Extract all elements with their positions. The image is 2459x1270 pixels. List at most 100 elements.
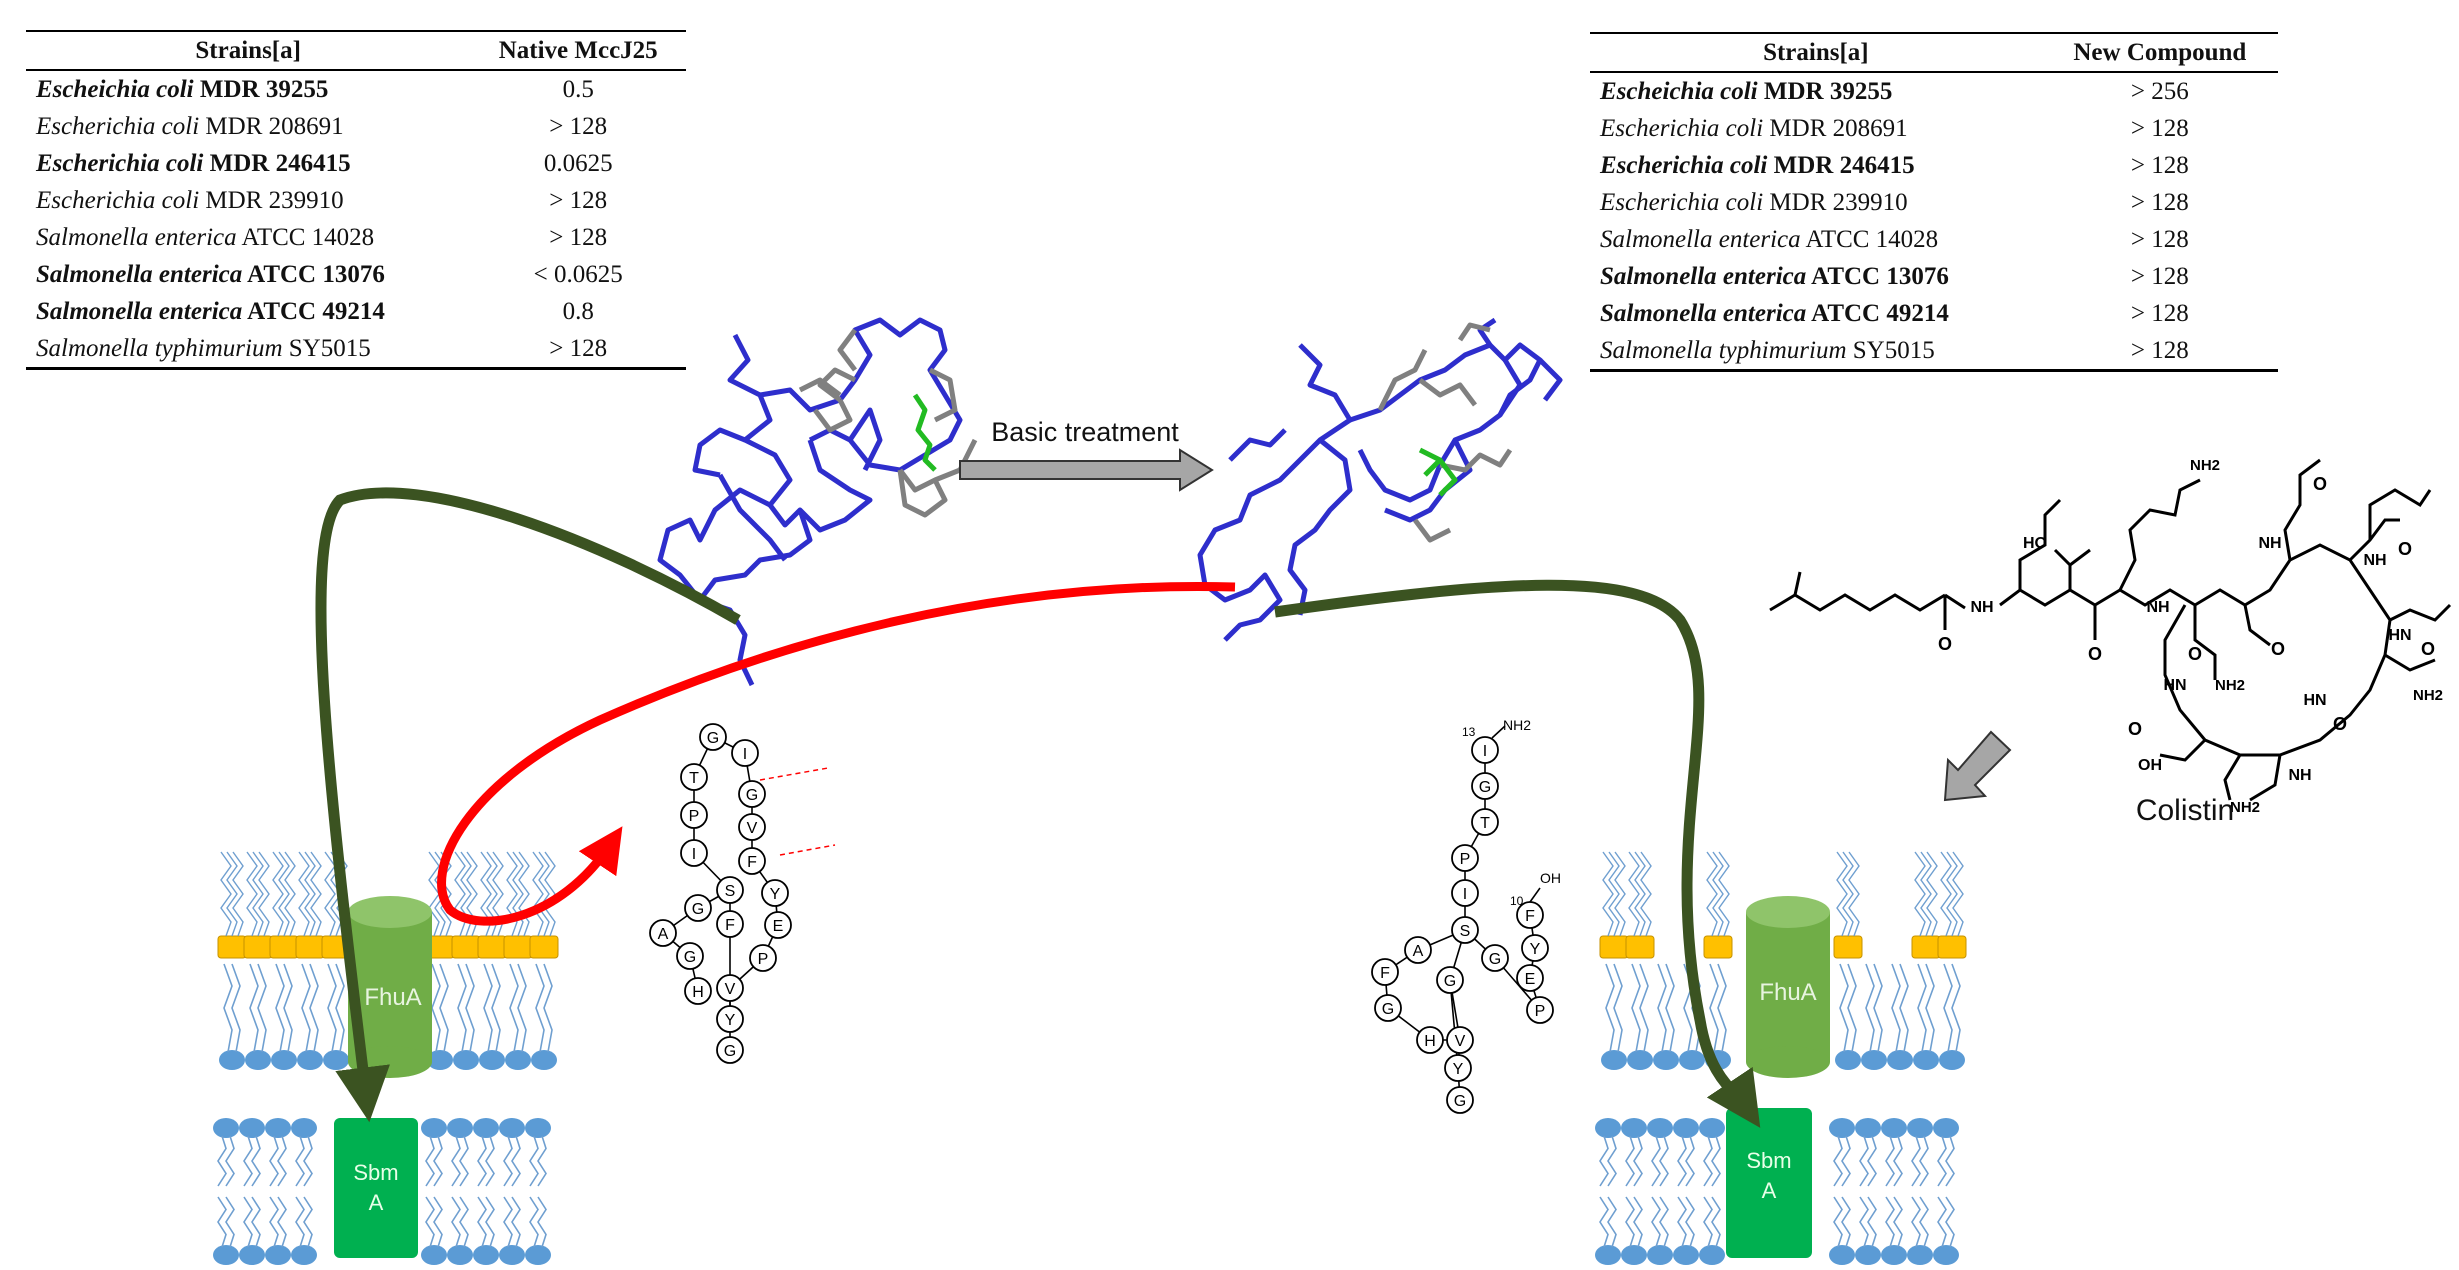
residue: G bbox=[699, 723, 727, 751]
residue-circle bbox=[738, 780, 766, 808]
residue-letter: Y bbox=[1453, 1061, 1464, 1078]
lipid-tail bbox=[1633, 1135, 1643, 1187]
bond bbox=[1944, 593, 1966, 610]
lipid-head bbox=[1829, 1245, 1855, 1265]
residue-circle bbox=[1404, 936, 1432, 964]
residue-letter: G bbox=[746, 787, 758, 804]
residue-circle bbox=[1374, 994, 1402, 1022]
lipid-head bbox=[1881, 1245, 1907, 1265]
species-name: Escherichia coli bbox=[36, 187, 200, 214]
bond bbox=[2249, 754, 2282, 802]
lipid-head bbox=[239, 1118, 265, 1138]
colistin-structure: ONHOHONHONH2ONHNHOHNONH2HNONHNH2OHOHNNH2… bbox=[1769, 457, 2452, 816]
residue-letter: G bbox=[684, 949, 696, 966]
lps-chain bbox=[1614, 851, 1626, 937]
residue-letter: I bbox=[692, 846, 696, 863]
species-name: Salmonella typhimurium bbox=[36, 335, 283, 362]
strain-cell: Escherichia coli MDR 239910 bbox=[26, 182, 470, 219]
mic-value: > 128 bbox=[2041, 332, 2278, 372]
residue: F bbox=[738, 847, 766, 875]
lipid-tail bbox=[1677, 1135, 1687, 1187]
mic-value: > 128 bbox=[2130, 263, 2189, 290]
lipid-tail bbox=[535, 963, 545, 1053]
lps-block bbox=[503, 935, 533, 959]
strain-cell: Salmonella enterica ATCC 14028 bbox=[26, 219, 470, 256]
lipid-tail bbox=[1657, 963, 1667, 1053]
strain-id: ATCC 14028 bbox=[241, 224, 375, 251]
lps-block bbox=[269, 935, 299, 959]
lipid-head bbox=[1881, 1118, 1907, 1138]
fhua-label: FhuA bbox=[364, 984, 421, 1011]
lipid-head bbox=[499, 1118, 525, 1138]
bond bbox=[2193, 605, 2217, 680]
lps-chain bbox=[1940, 851, 1952, 937]
residue-circle bbox=[699, 723, 727, 751]
lps-chain bbox=[532, 851, 544, 937]
lipid-head bbox=[291, 1118, 317, 1138]
lipid-tail bbox=[439, 963, 449, 1053]
lipid-tail bbox=[249, 963, 259, 1053]
lipid-head bbox=[1907, 1118, 1933, 1138]
residue-letter: G bbox=[692, 901, 704, 918]
residue: S bbox=[716, 876, 744, 904]
lipid-head bbox=[525, 1245, 551, 1265]
residue: H bbox=[684, 977, 712, 1005]
bond bbox=[2243, 604, 2271, 647]
atom-label: O bbox=[2313, 474, 2327, 494]
residue-letter: H bbox=[692, 984, 704, 1001]
table-row: Escherichia coli MDR 208691 > 128 bbox=[26, 108, 686, 145]
lipid-tail bbox=[217, 1196, 227, 1248]
mic-value: 0.0625 bbox=[543, 150, 613, 177]
lipid-head bbox=[1653, 1050, 1679, 1070]
table-row: Escheichia coli MDR 39255> 256 bbox=[1590, 72, 2278, 110]
residue-letter: Y bbox=[725, 1012, 736, 1029]
residue-circle bbox=[1481, 944, 1509, 972]
lps-block bbox=[295, 935, 325, 959]
lps-block bbox=[477, 935, 507, 959]
lipid-head bbox=[473, 1245, 499, 1265]
residue-letter: E bbox=[1525, 971, 1536, 988]
residue-number: 10 bbox=[1510, 894, 1524, 908]
residue-circle bbox=[764, 911, 792, 939]
lps-chain bbox=[454, 851, 466, 937]
species-name: Salmonella enterica bbox=[1600, 226, 1801, 253]
lipid-tail bbox=[485, 1135, 495, 1187]
mic-value: > 256 bbox=[2130, 78, 2189, 105]
bond bbox=[2118, 478, 2201, 591]
strain-id: SY5015 bbox=[1852, 337, 1935, 364]
strain-id: MDR 39255 bbox=[199, 76, 329, 103]
lps-chain bbox=[1836, 851, 1848, 937]
lipid-tail bbox=[303, 1135, 313, 1187]
atom-label: O bbox=[2188, 644, 2202, 664]
residue-circle bbox=[1446, 1086, 1474, 1114]
strain-cell: Salmonella enterica ATCC 13076 bbox=[1590, 258, 2042, 295]
lps-block bbox=[1937, 935, 1967, 959]
residue-letter: Y bbox=[1530, 941, 1541, 958]
strain-cell: Salmonella enterica ATCC 49214 bbox=[1590, 295, 2042, 332]
sbma-label-line2: A bbox=[369, 1190, 384, 1215]
strain-id: MDR 208691 bbox=[1769, 115, 1908, 142]
mic-value: > 128 bbox=[549, 113, 608, 140]
residue: P bbox=[1451, 844, 1479, 872]
lipid-head bbox=[447, 1245, 473, 1265]
lipid-tail bbox=[511, 1135, 521, 1187]
residue-letter: G bbox=[724, 1043, 736, 1060]
residue: P bbox=[680, 801, 708, 829]
lipid-tail bbox=[1651, 1135, 1661, 1187]
lipid-head bbox=[1627, 1050, 1653, 1070]
lipid-tail bbox=[1633, 1196, 1643, 1248]
lipid-tail bbox=[485, 1196, 495, 1248]
lipid-tail bbox=[1711, 1196, 1721, 1248]
lipid-tail bbox=[217, 1135, 227, 1187]
lps-block bbox=[1625, 935, 1655, 959]
lipid-tail bbox=[1937, 1135, 1947, 1187]
residue-circle bbox=[738, 813, 766, 841]
lipid-tail bbox=[1659, 1135, 1669, 1187]
species-name: Escherichia coli bbox=[1600, 152, 1768, 179]
cleavage-line bbox=[759, 767, 829, 781]
strain-cell: Escherichia coli MDR 208691 bbox=[26, 108, 470, 145]
residue-circle bbox=[716, 1005, 744, 1033]
bond bbox=[2368, 488, 2432, 540]
